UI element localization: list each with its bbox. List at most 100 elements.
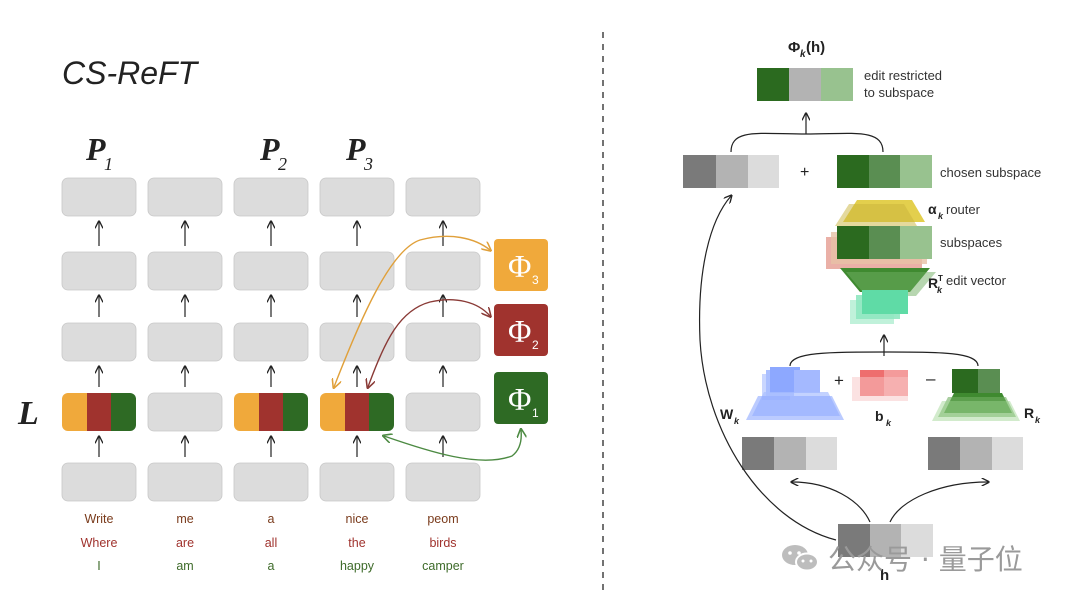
plus-sign: + bbox=[800, 164, 809, 181]
minus-sign: – bbox=[926, 369, 936, 388]
hidden-state-box bbox=[405, 392, 481, 432]
phi-2-box: Φ 2 bbox=[494, 304, 548, 356]
svg-text:Φ: Φ bbox=[508, 313, 531, 349]
input-h-vector bbox=[838, 524, 933, 557]
svg-text:3: 3 bbox=[363, 154, 373, 174]
watermark-text: 公众号 · 量子位 bbox=[828, 543, 1023, 576]
svg-text:k: k bbox=[938, 211, 944, 221]
sentence-word: are bbox=[176, 536, 194, 550]
svg-text:b: b bbox=[875, 408, 884, 424]
sentence-word: Write bbox=[85, 512, 114, 526]
hidden-state-box bbox=[405, 462, 481, 502]
r-label: R k bbox=[1024, 405, 1041, 425]
svg-text:W: W bbox=[720, 406, 734, 422]
svg-text:Φ: Φ bbox=[508, 381, 531, 417]
r-projection-stack bbox=[932, 369, 1020, 421]
sentence-word: a bbox=[268, 559, 275, 573]
svg-text:P: P bbox=[345, 131, 366, 167]
router-shape-shadow bbox=[835, 204, 917, 226]
b-label: b k bbox=[875, 408, 892, 428]
hidden-state-box bbox=[233, 322, 309, 362]
w-label: W k bbox=[720, 406, 740, 426]
intervened-state-p1 bbox=[62, 393, 136, 431]
left-title: CS-ReFT bbox=[62, 55, 200, 91]
hidden-state-box bbox=[147, 462, 223, 502]
sentence-word: Where bbox=[81, 536, 118, 550]
svg-text:k: k bbox=[1035, 415, 1041, 425]
output-vector bbox=[757, 68, 853, 101]
hidden-state-box bbox=[319, 251, 395, 291]
edit-restricted-line2: to subspace bbox=[864, 85, 934, 100]
hidden-state-box bbox=[147, 322, 223, 362]
svg-text:edit vector: edit vector bbox=[946, 273, 1007, 288]
w-projection-stack bbox=[746, 367, 844, 420]
mid-merge-curve bbox=[789, 351, 979, 367]
intervened-state-p2 bbox=[234, 393, 308, 431]
sentence-word: camper bbox=[422, 559, 464, 573]
phi3-routing-arrow bbox=[334, 235, 490, 387]
svg-text:1: 1 bbox=[104, 154, 113, 174]
bias-vector bbox=[852, 370, 908, 401]
hidden-state-box bbox=[233, 462, 309, 502]
wechat-icon bbox=[780, 542, 820, 574]
chosen-subspace-vector bbox=[837, 155, 932, 188]
sentence-word: birds bbox=[429, 536, 456, 550]
hidden-state-box bbox=[405, 251, 481, 291]
phi2-routing-arrow bbox=[368, 299, 490, 387]
svg-text:2: 2 bbox=[278, 154, 287, 174]
svg-text:α: α bbox=[928, 201, 937, 217]
h-copy-vector bbox=[683, 155, 779, 188]
hidden-state-box bbox=[405, 322, 481, 362]
hidden-state-box bbox=[61, 322, 137, 362]
sentence-word: happy bbox=[340, 559, 375, 573]
hidden-state-box bbox=[147, 392, 223, 432]
layer-label: L bbox=[17, 395, 39, 432]
svg-text:(h): (h) bbox=[806, 39, 825, 56]
sentence-word: the bbox=[348, 536, 365, 550]
hidden-state-grid bbox=[61, 177, 481, 502]
hidden-state-box bbox=[147, 251, 223, 291]
position-label-3: P 3 bbox=[345, 131, 373, 174]
edit-vector-label: R T k edit vector bbox=[928, 273, 1007, 295]
sentence-word: I bbox=[97, 559, 100, 573]
hidden-state-box bbox=[233, 177, 309, 217]
sentence-word: am bbox=[176, 559, 193, 573]
sentence-word: me bbox=[176, 512, 193, 526]
sentence-word: a bbox=[268, 512, 275, 526]
svg-text:Φ: Φ bbox=[508, 248, 531, 284]
intervened-state-p3 bbox=[320, 393, 394, 431]
sentence-word: peom bbox=[427, 512, 458, 526]
h-to-r-arrow bbox=[889, 482, 988, 523]
hidden-state-box bbox=[61, 177, 137, 217]
h-label: h bbox=[880, 567, 889, 584]
phi-1-box: Φ 1 bbox=[494, 372, 548, 424]
w-projected-vector bbox=[742, 437, 837, 470]
position-label-1: P 1 bbox=[85, 131, 113, 174]
sentence-word: nice bbox=[346, 512, 369, 526]
hidden-state-box bbox=[319, 322, 395, 362]
svg-text:T: T bbox=[938, 274, 943, 283]
hidden-state-box bbox=[319, 177, 395, 217]
svg-text:k: k bbox=[937, 285, 943, 295]
svg-text:P: P bbox=[85, 131, 106, 167]
svg-text:3: 3 bbox=[532, 273, 539, 287]
svg-text:R: R bbox=[1024, 405, 1034, 421]
edit-restricted-line1: edit restricted bbox=[864, 68, 942, 83]
svg-text:R: R bbox=[928, 275, 938, 291]
svg-text:P: P bbox=[259, 131, 280, 167]
svg-text:router: router bbox=[946, 202, 981, 217]
svg-text:1: 1 bbox=[532, 406, 539, 420]
output-label: Φ k (h) bbox=[788, 39, 825, 60]
projected-delta-stack bbox=[850, 290, 908, 324]
hidden-state-box bbox=[319, 462, 395, 502]
hidden-state-box bbox=[61, 251, 137, 291]
hidden-state-box bbox=[233, 251, 309, 291]
svg-text:k: k bbox=[800, 49, 806, 60]
chosen-subspace-label: chosen subspace bbox=[940, 165, 1041, 180]
r-projected-vector bbox=[928, 437, 1023, 470]
hidden-state-box bbox=[405, 177, 481, 217]
h-skip-arrow bbox=[698, 196, 837, 541]
svg-text:Φ: Φ bbox=[788, 39, 800, 56]
subspaces-stack bbox=[826, 226, 932, 269]
